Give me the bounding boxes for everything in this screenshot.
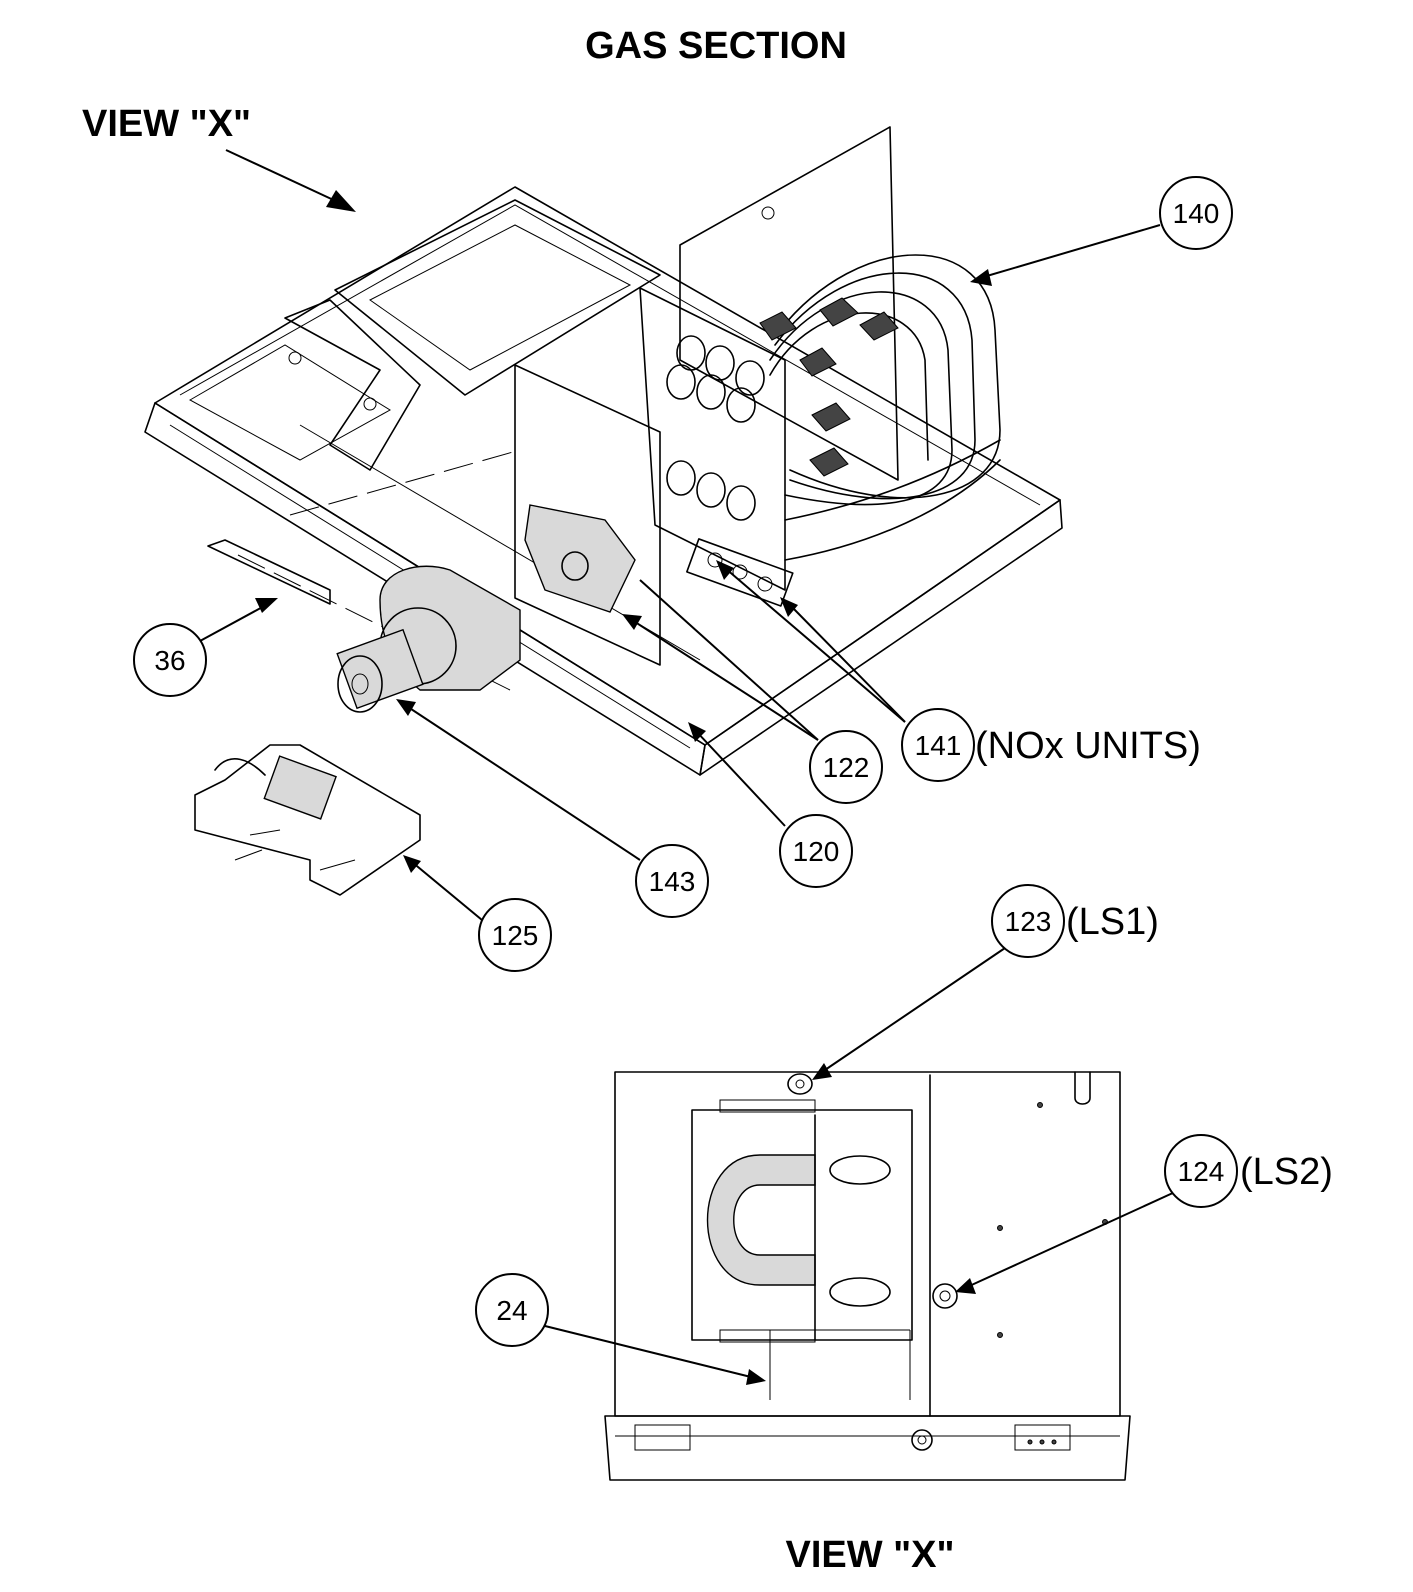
- callout-120-number: 120: [793, 836, 840, 867]
- inducer-motor-assembly: [336, 565, 521, 713]
- callout-122-number: 122: [823, 752, 870, 783]
- coil-frame: [188, 199, 661, 471]
- view-x-label-bottom: VIEW "X": [785, 1534, 954, 1576]
- callout-125-number: 125: [492, 920, 539, 951]
- callout-140-number: 140: [1173, 198, 1220, 229]
- callout-123-number: 123: [1005, 906, 1052, 937]
- callout-123: 123 (LS1): [991, 884, 1159, 958]
- callout-141-number: 141: [915, 730, 962, 761]
- gas-manifold-burners: [686, 538, 794, 607]
- callout-140: 140: [1159, 176, 1233, 250]
- heat-exchanger-tubes: [759, 254, 1001, 561]
- callout-141: 141 (NOx UNITS): [901, 708, 1201, 782]
- view-x-assembly: [604, 1071, 1131, 1481]
- callout-122: 122: [809, 730, 883, 804]
- callout-36: 36: [133, 623, 207, 697]
- heat-exchanger-header: [639, 287, 786, 591]
- base-pan: [144, 186, 1063, 776]
- callout-124-number: 124: [1178, 1156, 1225, 1187]
- callout-24: 24: [475, 1273, 549, 1347]
- vestibule-panel: [514, 364, 661, 666]
- callout-124-label: (LS2): [1240, 1151, 1333, 1193]
- view-direction-arrow: [225, 149, 356, 212]
- callout-141-label: (NOx UNITS): [975, 725, 1201, 767]
- diagram-title: GAS SECTION: [585, 25, 847, 67]
- callout-123-label: (LS1): [1066, 901, 1159, 943]
- callout-120: 120: [779, 814, 853, 888]
- leader-lines: [199, 224, 1176, 1385]
- callout-143: 143: [635, 844, 709, 918]
- callout-125: 125: [478, 898, 552, 972]
- callout-143-number: 143: [649, 866, 696, 897]
- callout-36-number: 36: [154, 645, 185, 676]
- callout-124: 124 (LS2): [1164, 1134, 1333, 1208]
- rear-partition: [679, 126, 899, 481]
- callout-24-number: 24: [496, 1295, 527, 1326]
- view-x-label-top: VIEW "X": [82, 103, 251, 145]
- gas-valve-assembly: [194, 744, 421, 896]
